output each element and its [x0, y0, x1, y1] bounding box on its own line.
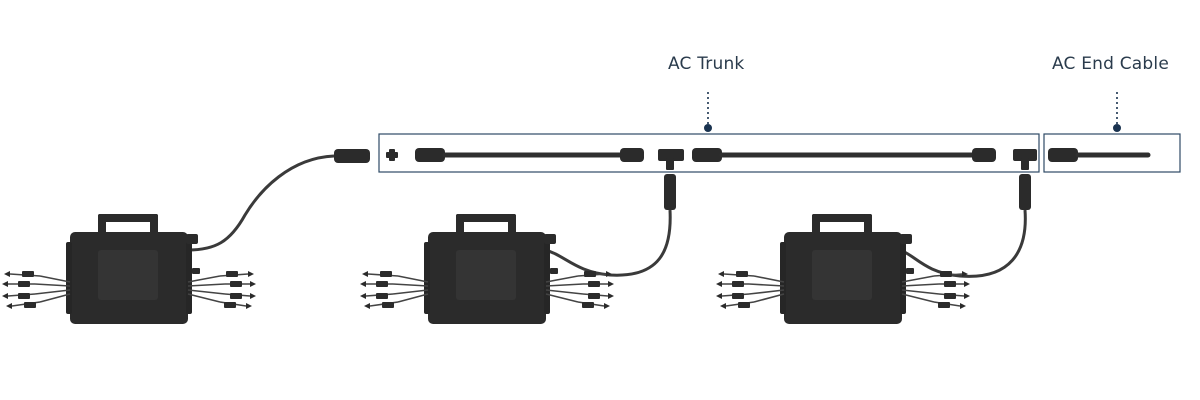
ac-end-cable-label: AC End Cable: [1052, 54, 1169, 74]
ac-trunk-cable-icon: [415, 148, 644, 162]
ac-end-cable-callout-box: [1043, 133, 1181, 173]
ac-trunk-cable-icon: [692, 148, 996, 162]
t-connector-icon: [658, 149, 684, 170]
drop-connector-icon: [187, 149, 370, 252]
microinverter-icon: [1, 213, 257, 325]
drop-connector-icon: [544, 174, 676, 277]
microinverter-icon: [359, 213, 615, 325]
ac-end-cable-leader-dot: [1113, 124, 1121, 132]
end-cap-icon: [386, 149, 398, 161]
drop-connector-icon: [899, 174, 1031, 278]
ac-trunk-leader-dot: [704, 124, 712, 132]
t-connector-icon: [1013, 149, 1037, 170]
ac-end-cable-icon: [1048, 148, 1151, 162]
ac-trunk-callout-box: [378, 133, 1040, 173]
ac-trunk-label: AC Trunk: [668, 54, 745, 74]
